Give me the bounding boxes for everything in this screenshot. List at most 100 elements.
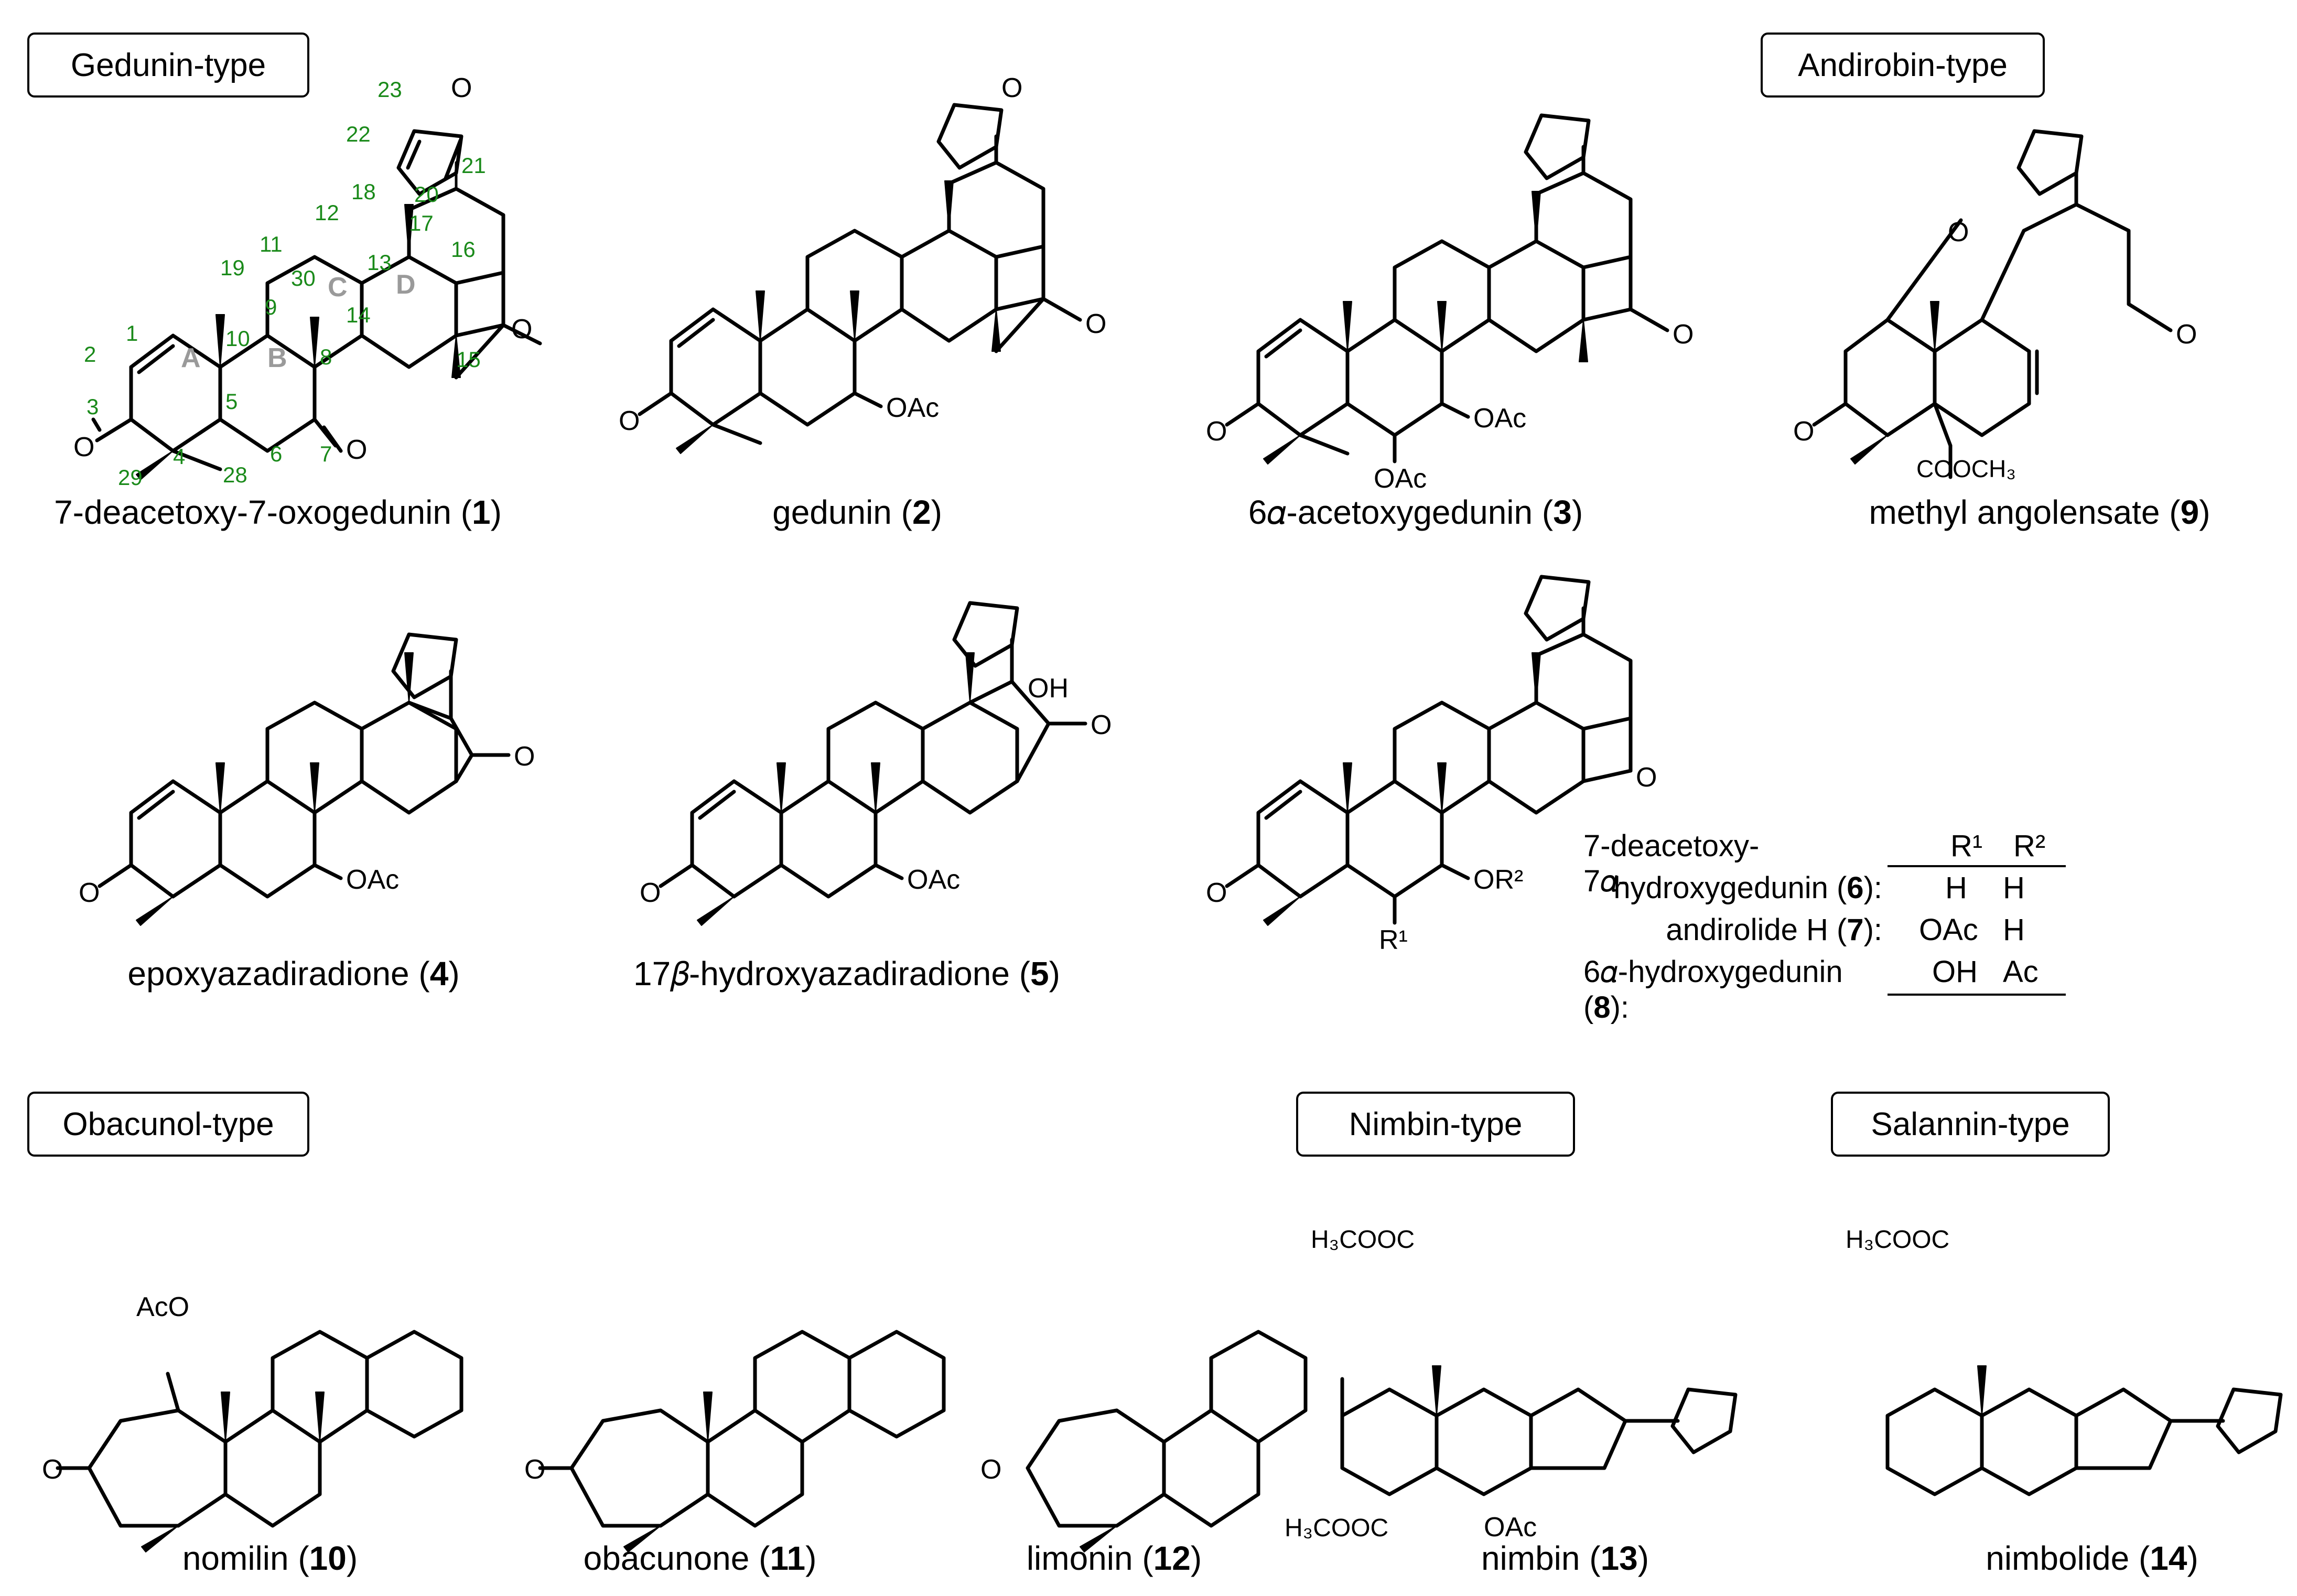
atom-number-30: 30	[291, 266, 316, 290]
ring-label-b: B	[267, 343, 287, 373]
atom-label-o: O	[619, 406, 640, 436]
atom-label-or2: OR²	[1473, 865, 1523, 895]
atom-label-o: O	[514, 741, 535, 772]
caption-compound-1: 7-deacetoxy-7-oxogedunin (1)	[54, 493, 502, 531]
atom-label-o: O	[1636, 762, 1657, 793]
atom-label-oac: OAc	[907, 865, 960, 895]
atom-label-o: O	[1948, 217, 1969, 247]
atom-number-18: 18	[351, 179, 376, 204]
atom-label-o: O	[42, 1454, 63, 1485]
atom-number-28: 28	[223, 462, 247, 487]
atom-label-o: O	[511, 314, 532, 344]
atom-label-oh: OH	[1028, 673, 1069, 704]
atom-label-aco: AcO	[136, 1292, 189, 1322]
caption-compound-14: nimbolide (14)	[1986, 1539, 2198, 1577]
atom-label-cooch3: COOCH₃	[1916, 455, 2016, 482]
atom-number-10: 10	[225, 326, 250, 351]
rgroup-prefix: 7-deacetoxy-7𝛼-	[1583, 829, 1760, 898]
caption-compound-9: methyl angolensate (9)	[1869, 493, 2210, 531]
structure-compound-5: O OAc OH O	[640, 601, 1112, 926]
rgroup-row-6-r2: H	[2003, 871, 2025, 905]
rgroup-table: 7-deacetoxy-7𝛼- R¹ R² hydroxygedunin (6)…	[1583, 828, 2066, 1025]
rgroup-row-7-name: andirolide H (7):	[1666, 913, 1882, 947]
atom-label-o: O	[640, 878, 661, 908]
rgroup-header-r1: R¹	[1950, 829, 1983, 863]
atom-number-6: 6	[270, 441, 282, 466]
atom-number-11: 11	[260, 232, 283, 256]
structure-compound-4: O OAc O	[79, 632, 535, 926]
ring-label-a: A	[181, 343, 201, 373]
atom-label-o: O	[73, 432, 94, 462]
atom-number-1: 1	[126, 321, 138, 346]
caption-compound-11: obacunone (11)	[583, 1539, 817, 1577]
atom-number-7: 7	[320, 441, 332, 466]
atom-label-o: O	[524, 1454, 545, 1485]
caption-compound-4: epoxyazadiradione (4)	[127, 955, 460, 993]
atom-label-oac: OAc	[1484, 1512, 1537, 1543]
atom-label-h3cooc: H₃COOC	[1311, 1226, 1415, 1254]
atom-number-12: 12	[315, 200, 339, 225]
atom-label-o: O	[2176, 319, 2197, 350]
atom-label-oac: OAc	[886, 393, 939, 423]
atom-number-5: 5	[225, 389, 238, 414]
atom-label-o: O	[346, 435, 367, 465]
atom-number-22: 22	[346, 122, 371, 146]
structure-compound-13: H₃COOC H₃COOC OAc	[1285, 1226, 1738, 1543]
andirobin-type-label: Andirobin-type	[1761, 33, 2045, 98]
atom-number-13: 13	[367, 250, 392, 275]
caption-compound-12: limonin (12)	[1026, 1539, 1202, 1577]
atom-label-o: O	[1206, 416, 1227, 447]
atom-label-o: O	[1085, 309, 1106, 339]
gedunin-type-label: Gedunin-type	[27, 33, 309, 98]
caption-compound-2: gedunin (2)	[772, 493, 942, 531]
atom-number-3: 3	[87, 394, 99, 419]
rgroup-footer-rule	[1888, 994, 2066, 996]
atom-label-o: O	[980, 1454, 1001, 1485]
atom-label-o: O	[79, 878, 100, 908]
caption-compound-3: 6𝛼-acetoxygedunin (3)	[1248, 493, 1583, 531]
structure-compound-2: O O OAc O	[619, 73, 1106, 454]
atom-label-o: O	[1091, 710, 1112, 740]
structure-compound-9: O O O COOCH₃	[1793, 129, 2197, 482]
atom-number-20: 20	[414, 182, 439, 207]
atom-label-o: O	[1001, 73, 1022, 103]
structure-compound-12: O	[980, 1330, 1308, 1552]
caption-compound-13: nimbin (13)	[1481, 1539, 1649, 1577]
rgroup-row-7-r1: OAc	[1919, 913, 1978, 947]
caption-compound-10: nomilin (10)	[182, 1539, 358, 1577]
rgroup-header-r2: R²	[2013, 829, 2046, 863]
atom-label-oac: OAc	[346, 865, 399, 895]
atom-number-9: 9	[265, 295, 277, 319]
nimbin-type-label: Nimbin-type	[1296, 1092, 1575, 1157]
structure-compound-11: O	[524, 1330, 946, 1552]
atom-number-8: 8	[320, 344, 332, 369]
structure-compound-3: O OAc OAc O	[1206, 113, 1694, 494]
rgroup-header-rule	[1888, 865, 2066, 867]
atom-number-2: 2	[84, 342, 96, 366]
atom-label-oac: OAc	[1473, 403, 1526, 434]
atom-number-15: 15	[456, 347, 481, 372]
ring-label-c: C	[328, 272, 348, 303]
atom-label-o: O	[451, 73, 472, 103]
obacunol-type-label: Obacunol-type	[27, 1092, 309, 1157]
atom-label-r1: R¹	[1379, 925, 1408, 955]
atom-label-h3cooc: H₃COOC	[1285, 1514, 1388, 1542]
rgroup-row-6-name: hydroxygedunin (6):	[1613, 871, 1882, 905]
rgroup-row-8-r2: Ac	[2003, 955, 2039, 989]
atom-label-oac: OAc	[1374, 463, 1427, 494]
rgroup-row-7-r2: H	[2003, 913, 2025, 947]
atom-number-17: 17	[409, 211, 434, 235]
structure-compound-10: AcO O	[42, 1292, 463, 1552]
atom-label-o: O	[1206, 878, 1227, 908]
caption-compound-5: 17𝛽-hydroxyazadiradione (5)	[633, 955, 1060, 993]
rgroup-row-8-name: 6𝛼-hydroxygedunin (8):	[1583, 955, 1843, 1025]
atom-number-29: 29	[118, 465, 143, 490]
salannin-type-label: Salannin-type	[1831, 1092, 2110, 1157]
atom-label-h3cooc: H₃COOC	[1846, 1226, 1949, 1254]
atom-number-19: 19	[220, 255, 245, 280]
structure-compounds-6-8: O OR² R¹ O	[1206, 575, 1657, 955]
rgroup-row-6-r1: H	[1945, 871, 1967, 905]
atom-number-16: 16	[451, 237, 476, 262]
atom-number-23: 23	[378, 77, 402, 102]
